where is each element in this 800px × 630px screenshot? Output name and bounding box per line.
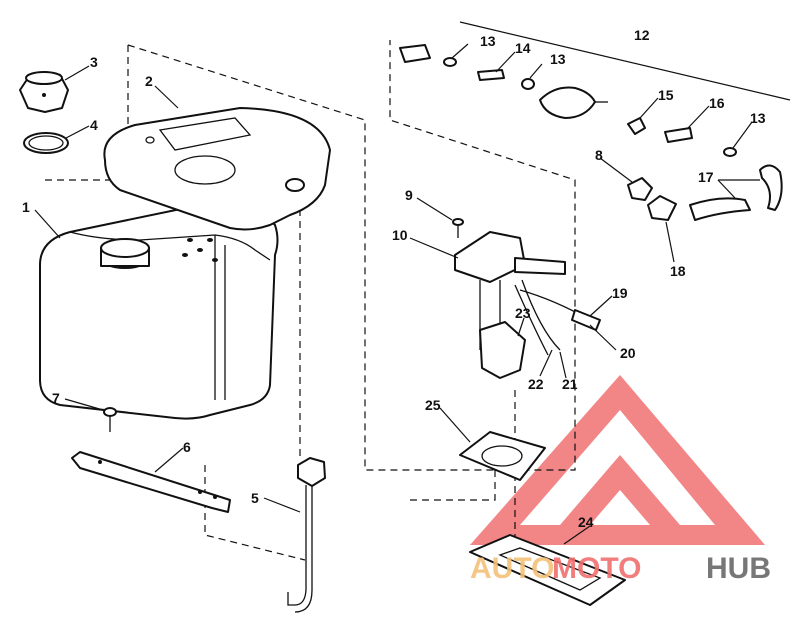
callout-20: 20 bbox=[620, 345, 636, 361]
tank-cover bbox=[103, 107, 331, 231]
callout-8: 8 bbox=[595, 147, 603, 163]
callout-1: 1 bbox=[22, 199, 30, 215]
gasket-plate bbox=[459, 431, 546, 481]
callout-13b: 13 bbox=[550, 51, 566, 67]
watermark-hub: HUB bbox=[706, 552, 771, 585]
gasket-ring bbox=[23, 132, 69, 154]
fitting-top bbox=[399, 44, 431, 63]
callout-16: 16 bbox=[709, 95, 725, 111]
callout-23: 23 bbox=[515, 305, 531, 321]
callout-19: 19 bbox=[612, 285, 628, 301]
watermark-auto: AUTO bbox=[470, 552, 554, 585]
callout-3: 3 bbox=[90, 54, 98, 70]
mounting-bracket bbox=[71, 451, 231, 513]
callout-6: 6 bbox=[183, 439, 191, 455]
fuel-line-kit bbox=[399, 21, 791, 221]
callout-10: 10 bbox=[392, 227, 408, 243]
callout-21: 21 bbox=[562, 376, 578, 392]
callout-2: 2 bbox=[145, 73, 153, 89]
callout-15: 15 bbox=[658, 87, 674, 103]
callout-7: 7 bbox=[52, 390, 60, 406]
label-plate bbox=[469, 534, 626, 606]
callout-13a: 13 bbox=[480, 33, 496, 49]
tank-cap bbox=[19, 71, 69, 113]
callout-22: 22 bbox=[528, 376, 544, 392]
screw-9 bbox=[452, 218, 464, 238]
callout-12: 12 bbox=[634, 27, 650, 43]
callout-4: 4 bbox=[90, 117, 98, 133]
fuel-tank bbox=[39, 202, 279, 420]
callout-5: 5 bbox=[251, 490, 259, 506]
callout-9: 9 bbox=[405, 187, 413, 203]
callout-14: 14 bbox=[515, 40, 531, 56]
callouts: 1 2 3 4 5 6 7 8 9 10 12 13 13 13 14 15 1… bbox=[22, 27, 766, 530]
screw-7 bbox=[103, 407, 117, 432]
callout-13c: 13 bbox=[750, 110, 766, 126]
callout-17: 17 bbox=[698, 169, 714, 185]
callout-24: 24 bbox=[578, 514, 594, 530]
watermark-logo bbox=[470, 375, 765, 545]
leader-lines bbox=[34, 43, 760, 545]
watermark-text: AUTO MOTO HUB bbox=[470, 552, 771, 585]
fuel-gauge-rod bbox=[287, 457, 326, 613]
fuel-pickup bbox=[454, 231, 601, 379]
callout-25: 25 bbox=[425, 397, 441, 413]
watermark-moto: MOTO bbox=[552, 552, 641, 585]
callout-18: 18 bbox=[670, 263, 686, 279]
